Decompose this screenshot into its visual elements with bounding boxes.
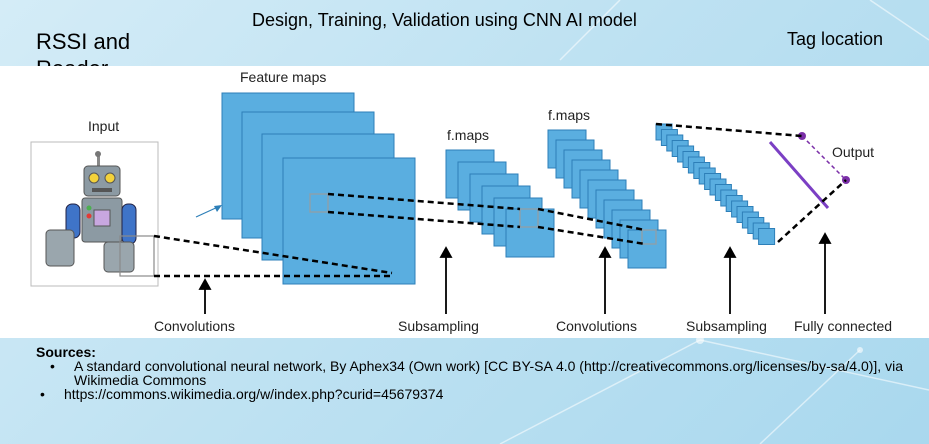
input-image xyxy=(30,141,159,287)
source-text-2: https://commons.wikimedia.org/w/index.ph… xyxy=(64,386,444,402)
sources-heading: Sources: xyxy=(36,344,96,360)
stage-label-fully-connected: Fully connected xyxy=(794,318,892,334)
stage-label-convolutions-2: Convolutions xyxy=(556,318,637,334)
stage-label-subsampling-2: Subsampling xyxy=(686,318,767,334)
subsample-map xyxy=(758,228,776,245)
fmaps-stack-1 xyxy=(445,149,555,258)
source-text-1: A standard convolutional neural network,… xyxy=(74,358,903,388)
connection-lines xyxy=(153,122,847,278)
stage-arrows xyxy=(198,232,832,314)
cnn-diagram: Input Feature maps xyxy=(30,69,892,334)
subsample-stack-2 xyxy=(655,123,776,245)
output-label: Output xyxy=(832,144,874,160)
source-item-2: • https://commons.wikimedia.org/w/index.… xyxy=(36,387,929,401)
fully-connected-bar xyxy=(768,141,830,209)
sources-section: Sources: • A standard convolutional neur… xyxy=(36,345,929,401)
stage-label-subsampling-1: Subsampling xyxy=(398,318,479,334)
feature-maps-stack xyxy=(221,92,416,285)
bullet-icon: • xyxy=(40,386,45,402)
fmaps-stack-2 xyxy=(547,129,667,269)
feature-maps-label: Feature maps xyxy=(240,69,326,85)
robot-icon xyxy=(45,151,137,273)
stage-label-convolutions-1: Convolutions xyxy=(154,318,235,334)
slide-title: Design, Training, Validation using CNN A… xyxy=(252,10,637,30)
fmaps-label-1: f.maps xyxy=(447,127,489,143)
input-label: Input xyxy=(88,118,119,134)
bullet-icon: • xyxy=(50,358,55,374)
source-item-1: • A standard convolutional neural networ… xyxy=(36,359,929,387)
fmaps-label-2: f.maps xyxy=(548,107,590,123)
cnn-figure: Input Feature maps xyxy=(0,66,929,338)
tag-location-label: Tag location xyxy=(787,29,884,49)
